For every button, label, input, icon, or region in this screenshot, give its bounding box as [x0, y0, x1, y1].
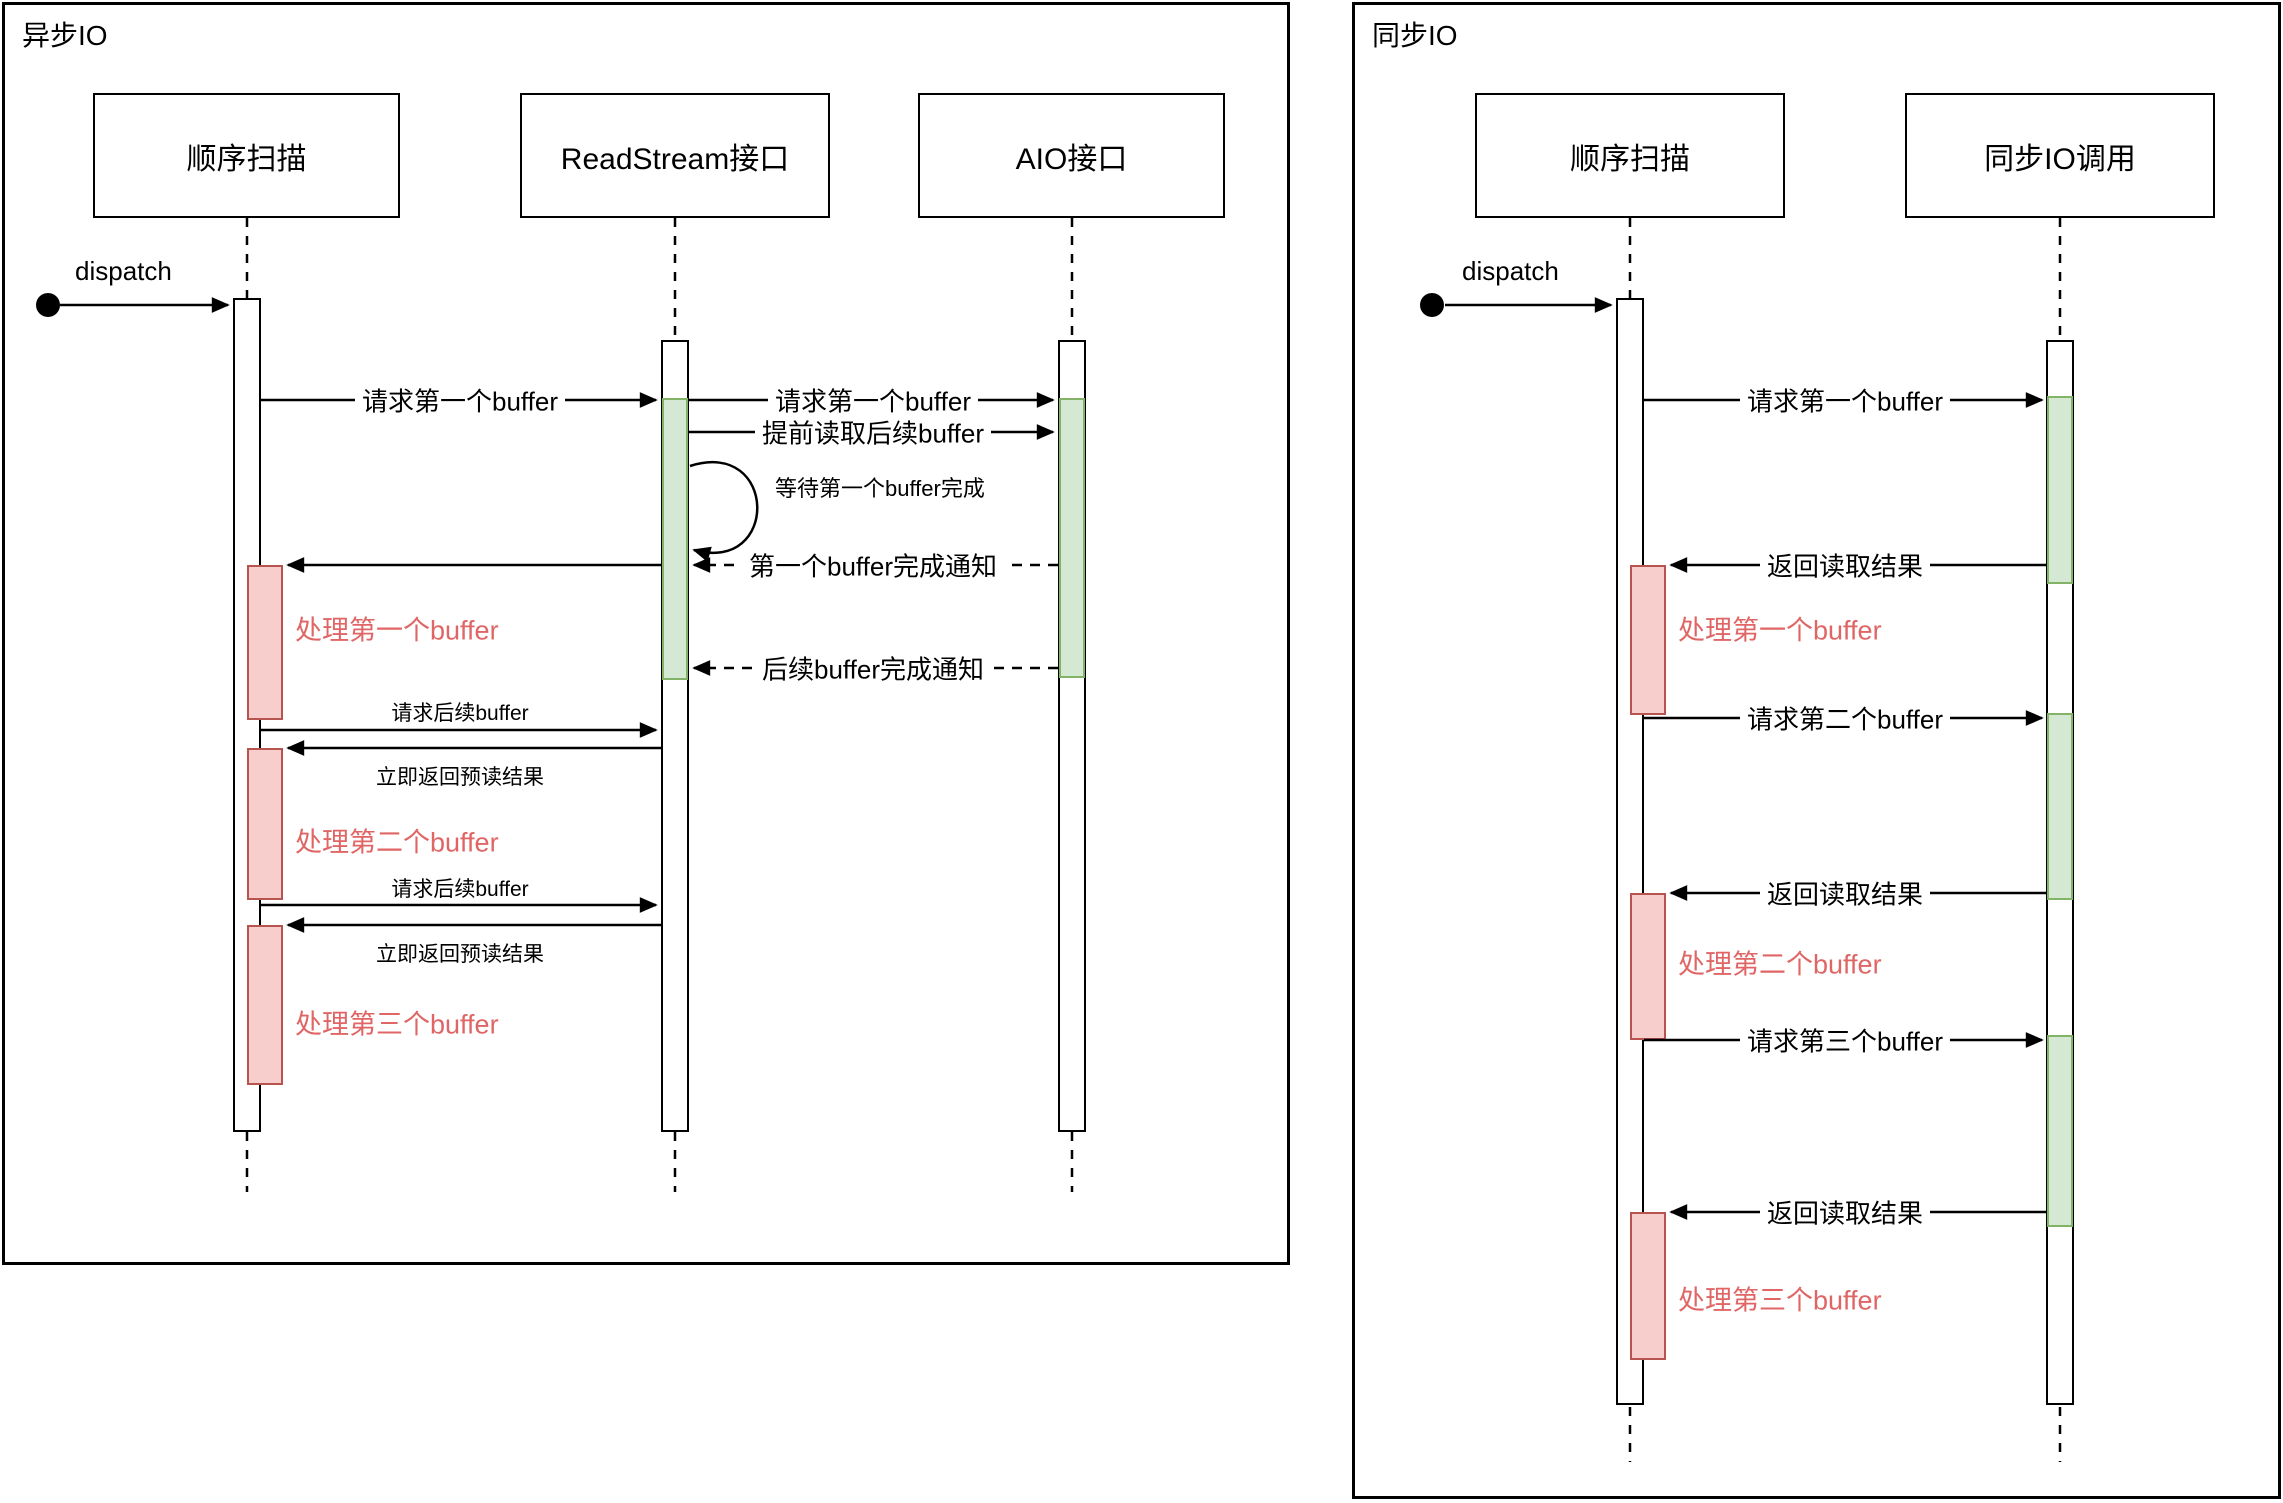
sync-process-third-bar	[1630, 1212, 1666, 1360]
actor-readstream: ReadStream接口	[520, 93, 830, 218]
sync-process-first-bar	[1630, 565, 1666, 715]
process-third-buffer-bar	[247, 925, 283, 1085]
label-sync-process-third: 处理第三个buffer	[1678, 1285, 1882, 1316]
process-first-buffer-bar	[247, 565, 283, 720]
panel-sync-title: 同步IO	[1372, 20, 1458, 51]
activation-aio-busy	[1059, 398, 1085, 678]
msg-req-next-2: 请求后续buffer	[391, 878, 529, 901]
actor-syncio-label: 同步IO调用	[1984, 142, 2136, 176]
msg-ret-pre-2: 立即返回预读结果	[376, 943, 544, 966]
actor-async-scan: 顺序扫描	[93, 93, 400, 218]
actor-aio: AIO接口	[918, 93, 1225, 218]
msg-req-second: 请求第二个buffer	[1739, 699, 1951, 737]
label-process-second: 处理第二个buffer	[295, 827, 499, 858]
actor-sync-scan-label: 顺序扫描	[1570, 142, 1690, 176]
label-sync-process-first: 处理第一个buffer	[1678, 615, 1882, 646]
msg-req-first-rs: 请求第一个buffer	[354, 381, 566, 419]
label-process-third: 处理第三个buffer	[295, 1009, 499, 1040]
label-process-first: 处理第一个buffer	[295, 615, 499, 646]
process-second-buffer-bar	[247, 748, 283, 900]
label-sync-process-second: 处理第二个buffer	[1678, 949, 1882, 980]
actor-sync-scan: 顺序扫描	[1475, 93, 1785, 218]
msg-prefetch-next: 提前读取后续buffer	[754, 413, 992, 451]
syncio-read-1-bar	[2047, 396, 2073, 584]
msg-ret-third: 返回读取结果	[1759, 1193, 1931, 1231]
actor-syncio: 同步IO调用	[1905, 93, 2215, 218]
msg-ret-second: 返回读取结果	[1759, 874, 1931, 912]
actor-readstream-label: ReadStream接口	[560, 142, 790, 176]
msg-next-done: 后续buffer完成通知	[754, 649, 992, 687]
msg-ret-pre-1: 立即返回预读结果	[376, 766, 544, 789]
syncio-read-2-bar	[2047, 713, 2073, 900]
sync-process-second-bar	[1630, 893, 1666, 1040]
msg-req-first: 请求第一个buffer	[1739, 381, 1951, 419]
msg-first-done: 第一个buffer完成通知	[741, 546, 1005, 584]
actor-aio-label: AIO接口	[1015, 142, 1128, 176]
msg-req-third: 请求第三个buffer	[1739, 1021, 1951, 1059]
panel-sync-io	[1352, 2, 2281, 1499]
dispatch-label-sync: dispatch	[1462, 256, 1559, 286]
msg-wait-first: 等待第一个buffer完成	[775, 476, 985, 501]
panel-async-title: 异步IO	[22, 20, 108, 51]
dispatch-label-async: dispatch	[75, 256, 172, 286]
actor-async-scan-label: 顺序扫描	[186, 142, 307, 176]
syncio-read-3-bar	[2047, 1035, 2073, 1227]
msg-ret-first: 返回读取结果	[1759, 546, 1931, 584]
activation-readstream-busy	[662, 398, 688, 680]
msg-req-next-1: 请求后续buffer	[391, 702, 529, 725]
